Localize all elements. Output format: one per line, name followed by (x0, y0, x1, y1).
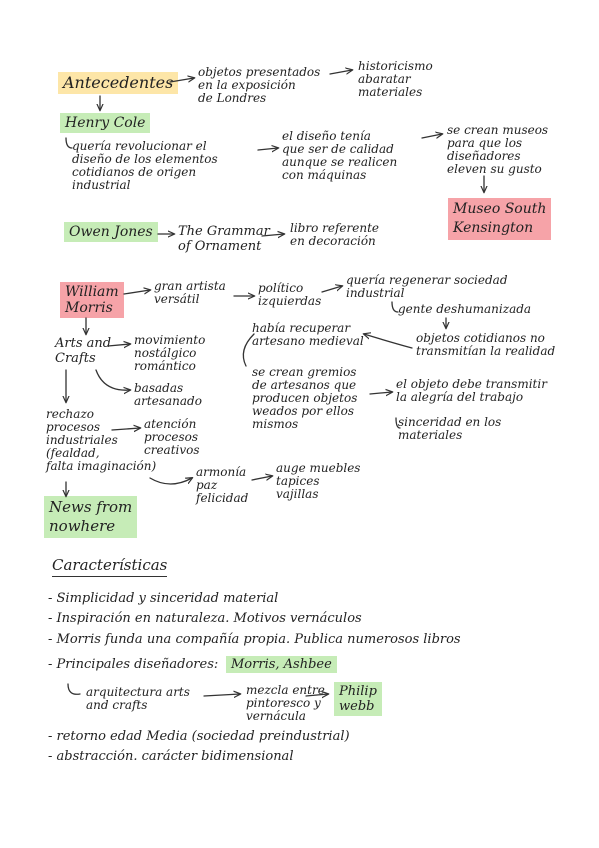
heading-antecedentes: Antecedentes (58, 72, 179, 94)
note-libro-referente: libro referente en decoración (290, 221, 380, 248)
highlight-henry-cole: Henry Cole (60, 113, 151, 133)
arrow (169, 78, 194, 82)
note-objetos-exposicion: objetos presentados en la exposición de … (198, 65, 321, 105)
bullet-principales-disenadores: - Principales diseñadores: (48, 657, 219, 672)
note-crear-museos: se crean museos para que los diseñadores… (447, 123, 549, 176)
highlight-morris-ashbee: Morris, Ashbee (226, 656, 337, 673)
note-politico: político izquierdas (258, 281, 322, 308)
note-arquitectura-arts-crafts: arquitectura arts and crafts (86, 685, 190, 712)
arrow (123, 290, 150, 295)
note-gran-artista: gran artista versátil (154, 279, 226, 306)
note-alegria-trabajo: el objeto debe transmitir la alegría del… (396, 377, 547, 404)
arrow (242, 333, 255, 367)
note-auge-muebles: auge muebles tapices vajillas (276, 461, 361, 501)
arrow (305, 694, 328, 696)
bullet-abstraccion: - abstracción. carácter bidimensional (48, 749, 294, 764)
note-diseno-calidad: el diseño tenía que ser de calidad aunqu… (282, 129, 398, 182)
highlight-museo-south-kensington: Museo South Kensington (448, 198, 552, 240)
note-gremios: se crean gremios de artesanos que produc… (252, 365, 358, 431)
bullet-simplicidad: - Simplicidad y sinceridad material (48, 591, 279, 606)
bullet-inspiracion: - Inspiración en naturaleza. Motivos ver… (48, 611, 362, 626)
note-recuperar-artesano: había recuperar artesano medieval (252, 321, 364, 348)
note-movimiento-nostalgico: movimiento nostálgico romántico (134, 333, 206, 373)
heading-caracteristicas: Características (52, 556, 168, 577)
note-quena-revolucionar: quería revolucionar el diseño de los ele… (72, 139, 218, 192)
note-rechazo-procesos: rechazo procesos industriales (fealdad, … (46, 407, 157, 473)
highlight-william-morris: William Morris (60, 282, 124, 318)
note-regenerar: quería regenerar sociedad industrial (346, 273, 508, 300)
arrow (107, 344, 130, 346)
arrow (391, 301, 399, 313)
note-atencion-procesos: atención procesos creativos (144, 417, 200, 457)
arrow (421, 134, 442, 138)
bullet-retorno-edad-media: - retorno edad Media (sociedad preindust… (48, 729, 350, 744)
note-historicismo: historicismo abaratar materiales (358, 59, 433, 99)
bullet-morris-funda: - Morris funda una compañía propia. Publ… (48, 632, 461, 647)
arrow (364, 334, 413, 349)
highlight-news-from-nowhere: News from nowhere (44, 496, 138, 538)
note-gente-deshumanizada: gente deshumanizada (398, 302, 532, 316)
arrow (321, 286, 342, 293)
arrow (65, 137, 73, 149)
highlight-owen-jones: Owen Jones (64, 222, 158, 242)
arrow (395, 417, 401, 429)
arrow (261, 234, 284, 236)
note-grammar-of-ornament: The Grammar of Ornament (178, 224, 270, 254)
arrow (251, 476, 272, 480)
arrow (95, 369, 130, 390)
note-objetos-cotidianos: objetos cotidianos no transmitían la rea… (416, 331, 556, 358)
arrow (257, 148, 278, 150)
arrow (67, 683, 81, 695)
note-mezcla: mezcla entre pintoresco y vernácula (246, 683, 325, 723)
highlight-philip-webb: Philip webb (334, 682, 382, 716)
arrow (329, 70, 352, 74)
note-armonia: armonía paz felicidad (196, 465, 249, 505)
arrow (149, 478, 192, 485)
arrow (111, 428, 140, 430)
note-basadas-artesanado: basadas artesanado (134, 381, 202, 408)
note-arts-and-crafts: Arts and Crafts (55, 336, 112, 366)
note-sinceridad-materiales: sinceridad en los materiales (398, 415, 502, 442)
arrow (203, 694, 240, 696)
arrow (369, 392, 392, 394)
